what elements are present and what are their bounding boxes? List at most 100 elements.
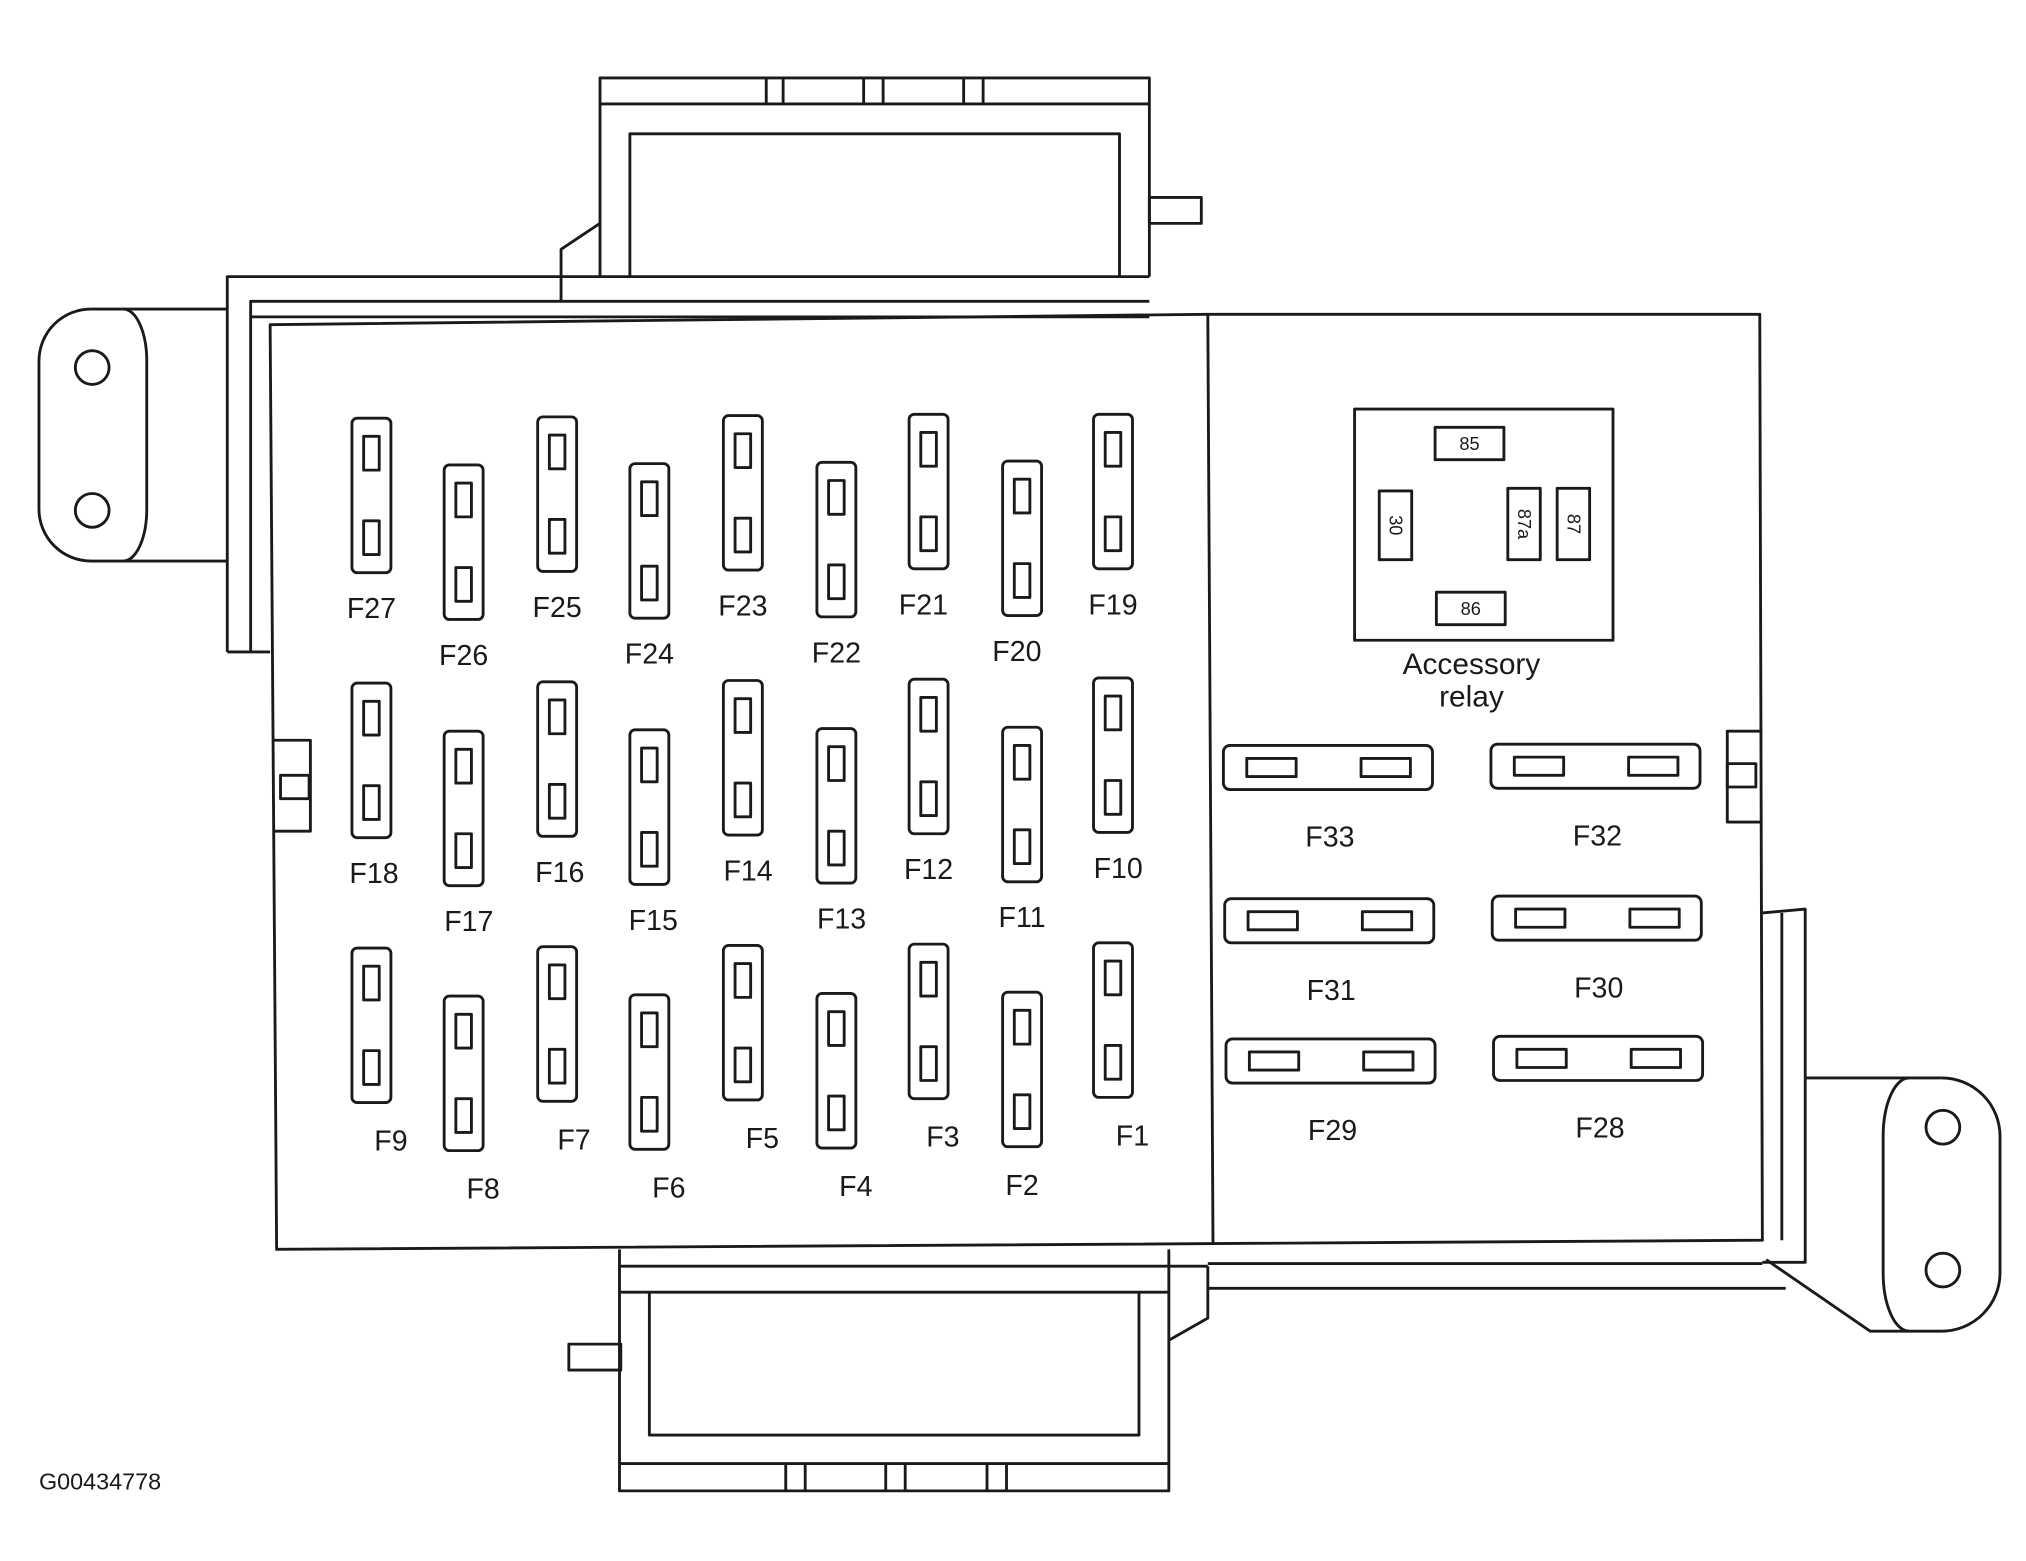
- fuse-body: [1092, 676, 1134, 834]
- fuse-f1[interactable]: F1: [1092, 941, 1150, 1153]
- fuse-terminal: [1012, 477, 1032, 515]
- relay-terminal-30: 30: [1377, 489, 1414, 562]
- fuse-f2[interactable]: F2: [1001, 990, 1044, 1202]
- fuse-f8[interactable]: F8: [442, 994, 500, 1206]
- fuse-body: [1492, 1034, 1705, 1082]
- fuse-f10[interactable]: F10: [1092, 676, 1143, 885]
- fuse-label: F31: [1307, 975, 1356, 1007]
- fuse-terminal: [919, 431, 938, 468]
- fuse-label: F19: [1088, 589, 1137, 621]
- fuse-f26[interactable]: F26: [439, 463, 488, 672]
- fuse-terminal: [1103, 1043, 1123, 1081]
- fuse-f30[interactable]: F30: [1490, 894, 1703, 1004]
- fuse-label: F6: [652, 1172, 685, 1204]
- fuse-f24[interactable]: F24: [625, 462, 674, 671]
- fuse-f15[interactable]: F15: [628, 728, 678, 937]
- relay-terminal-87a: 87a: [1506, 486, 1542, 562]
- fuse-terminal: [1012, 1093, 1032, 1130]
- fuse-terminal: [827, 745, 846, 782]
- fuse-label: F13: [817, 904, 866, 936]
- fuse-terminal: [1514, 907, 1567, 929]
- fuse-f21[interactable]: F21: [899, 412, 950, 621]
- fuse-terminal: [1515, 1047, 1568, 1069]
- fuse-f27[interactable]: F27: [347, 416, 396, 625]
- fuse-terminal: [733, 1046, 753, 1084]
- fuse-f3[interactable]: F3: [907, 942, 960, 1154]
- fuse-label: F4: [839, 1171, 872, 1203]
- relay-title-line1: Accessory: [1403, 648, 1541, 681]
- fuse-body: [442, 463, 485, 621]
- fuse-label: F15: [629, 905, 678, 937]
- fuse-body: [442, 994, 485, 1153]
- fuse-f13[interactable]: F13: [815, 727, 866, 936]
- fuse-body: [1001, 725, 1044, 884]
- fuse-f29[interactable]: F29: [1224, 1037, 1437, 1147]
- fuse-f16[interactable]: F16: [535, 680, 584, 889]
- fuse-f5[interactable]: F5: [721, 944, 779, 1155]
- vertical-fuse-grid: F27F26F25F24F23F22F21F20F19F18F17F16F15F…: [347, 412, 1150, 1206]
- fuse-terminal: [547, 782, 567, 820]
- fuse-terminal: [733, 516, 753, 554]
- fuse-f12[interactable]: F12: [904, 677, 953, 886]
- fuse-label: F29: [1308, 1115, 1357, 1147]
- fuse-f14[interactable]: F14: [721, 679, 773, 888]
- fuse-f7[interactable]: F7: [536, 945, 591, 1157]
- fuse-terminal: [1012, 744, 1032, 781]
- fuse-label: F9: [374, 1126, 407, 1158]
- fuse-terminal: [733, 432, 753, 469]
- fuse-terminal: [1512, 755, 1566, 777]
- fuse-terminal: [919, 960, 938, 998]
- fuse-body: [1489, 742, 1702, 790]
- fuse-f11[interactable]: F11: [999, 725, 1046, 934]
- relay-terminal-85-label: 85: [1459, 434, 1479, 454]
- fuse-label: F28: [1575, 1113, 1624, 1145]
- fuse-body: [1490, 894, 1703, 942]
- fuse-label: F12: [904, 854, 953, 886]
- fuse-terminal: [454, 481, 473, 519]
- fuse-label: F17: [444, 906, 493, 938]
- fuse-body: [536, 415, 579, 573]
- fuse-terminal: [733, 697, 753, 734]
- fuse-body: [350, 946, 393, 1104]
- fuse-terminal: [640, 1011, 659, 1049]
- fuse-f22[interactable]: F22: [812, 460, 861, 669]
- fuse-f18[interactable]: F18: [349, 681, 399, 890]
- fuse-terminal: [362, 519, 381, 556]
- fuse-label: F3: [926, 1122, 959, 1154]
- fuse-f4[interactable]: F4: [815, 992, 873, 1203]
- fuse-f23[interactable]: F23: [718, 414, 767, 623]
- fuse-terminal: [1628, 907, 1681, 929]
- fuse-terminal: [1103, 779, 1123, 816]
- fuse-f31[interactable]: F31: [1223, 897, 1436, 1007]
- fuse-terminal: [919, 515, 938, 553]
- fuse-f33[interactable]: F33: [1221, 744, 1434, 854]
- fuse-f32[interactable]: F32: [1489, 742, 1702, 852]
- fuse-terminal: [640, 831, 659, 868]
- fuse-terminal: [454, 832, 473, 869]
- fuse-body: [815, 727, 858, 885]
- fuse-f28[interactable]: F28: [1492, 1034, 1705, 1145]
- fuse-terminal: [454, 1097, 473, 1134]
- fuse-terminal: [1247, 1050, 1301, 1072]
- accessory-relay[interactable]: 85 30 87a 87 86 Accessory relay: [1353, 407, 1615, 713]
- relay-terminal-87a-label: 87a: [1514, 509, 1534, 540]
- fuse-f20[interactable]: F20: [992, 459, 1044, 668]
- fuse-f6[interactable]: F6: [628, 993, 686, 1205]
- fuse-f19[interactable]: F19: [1088, 412, 1138, 621]
- fuse-terminal: [362, 964, 381, 1002]
- figure-id: G00434778: [39, 1469, 161, 1495]
- fuse-f25[interactable]: F25: [533, 415, 582, 624]
- fuse-terminal: [640, 480, 659, 518]
- fuse-terminal: [640, 564, 659, 602]
- fuse-terminal: [362, 1049, 381, 1086]
- fuse-body: [442, 729, 485, 888]
- fuse-label: F7: [557, 1124, 590, 1156]
- right-mounting-ear: [1207, 729, 2002, 1333]
- fuse-f9[interactable]: F9: [350, 946, 408, 1158]
- fuse-f17[interactable]: F17: [442, 729, 493, 938]
- fuse-body: [1223, 897, 1436, 945]
- fuse-terminal: [1012, 562, 1032, 599]
- fuse-terminal: [362, 434, 381, 472]
- fuse-label: F23: [718, 591, 767, 623]
- fuse-terminal: [547, 698, 567, 736]
